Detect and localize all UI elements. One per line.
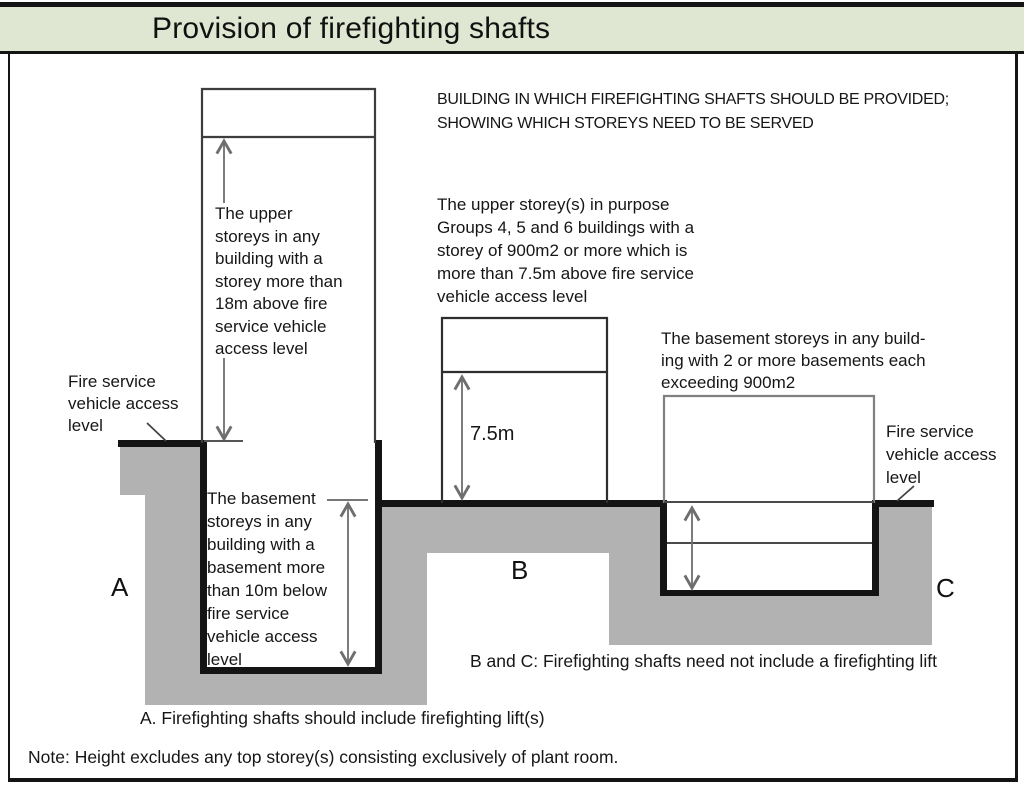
access-level-label-left: Fire service vehicle access level [68, 372, 179, 435]
diagram-heading: BUILDING IN WHICH FIREFIGHTING SHAFTS SH… [437, 91, 949, 132]
basement-a-floor [200, 667, 382, 674]
building-a-label: A [111, 572, 129, 602]
caption-a: A. Firefighting shafts should include fi… [140, 708, 545, 728]
note-building-c: The basement storeys in any build- ing w… [661, 329, 926, 392]
title-band-bottom-rule [0, 51, 1024, 54]
building-b-label: B [511, 555, 529, 585]
leader-access-right [896, 485, 915, 502]
access-level-label-right: Fire service vehicle access level [886, 422, 997, 487]
diagram-panel [8, 54, 1018, 782]
note-building-b: The upper storey(s) in purpose Groups 4,… [437, 195, 695, 306]
top-border-rule [0, 2, 1024, 7]
page-title: Provision of firefighting shafts [152, 12, 551, 45]
building-c-label: C [936, 573, 955, 603]
leader-access-left [146, 422, 167, 442]
basement-c-wall-left [660, 500, 667, 596]
basement-a-wall-left [200, 440, 207, 674]
note-building-a-basement: The basement storeys in any building wit… [207, 489, 328, 669]
note-building-a-upper: The upper storeys in any building with a… [215, 204, 343, 358]
building-c-outline [662, 394, 876, 503]
basement-c-interior [667, 503, 872, 590]
building-b-outline [440, 316, 609, 503]
caption-b-and-c: B and C: Firefighting shafts need not in… [470, 651, 937, 671]
title-band: Provision of firefighting shafts [0, 7, 1024, 51]
ground-line-middle [376, 500, 666, 507]
building-a-outline [200, 87, 377, 443]
basement-c-floor [660, 590, 879, 596]
footnote: Note: Height excludes any top storey(s) … [28, 747, 619, 767]
basement-c-wall-right [872, 500, 879, 596]
ground-line-left [118, 440, 206, 447]
dimension-7-5m: 7.5m [470, 423, 515, 445]
basement-a-wall-right [375, 440, 382, 674]
ground-line-right [872, 500, 934, 507]
